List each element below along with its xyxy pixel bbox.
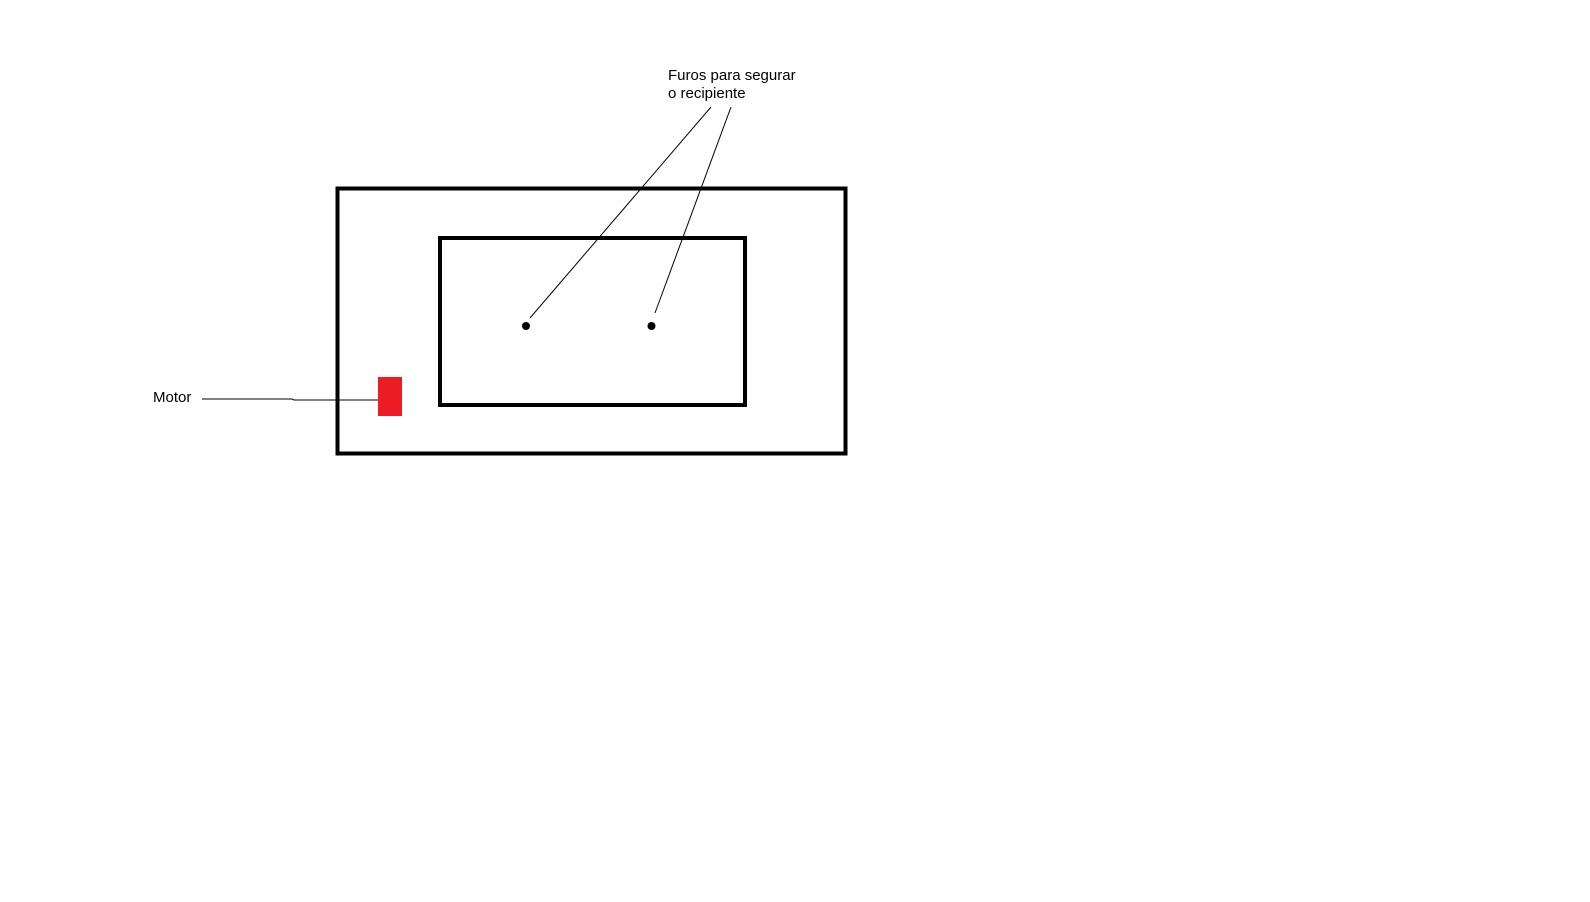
holes-label: Furos para segurar o recipiente bbox=[668, 67, 796, 103]
holes-label-line-2: o recipiente bbox=[668, 85, 746, 102]
motor-label: Motor bbox=[153, 389, 192, 406]
outer-frame bbox=[335, 186, 848, 456]
hole-right bbox=[647, 322, 656, 330]
motor-block bbox=[378, 377, 402, 416]
holes-leader-line-left bbox=[529, 106, 712, 319]
inner-container bbox=[438, 236, 747, 407]
motor-leader-line bbox=[202, 398, 378, 401]
hole-left bbox=[522, 322, 530, 330]
holes-leader-line-right bbox=[654, 106, 732, 314]
holes-label-line-1: Furos para segurar bbox=[668, 67, 796, 84]
